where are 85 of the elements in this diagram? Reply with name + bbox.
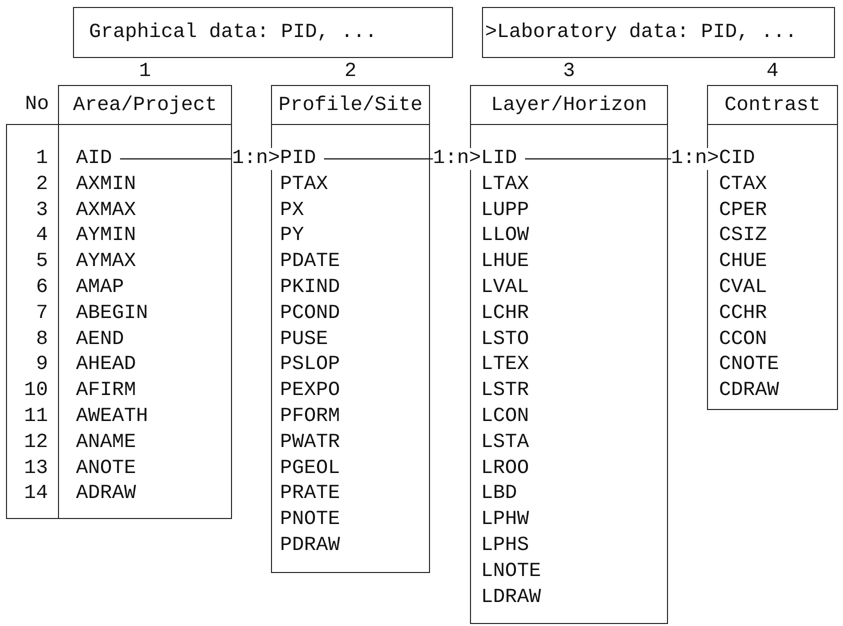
field-name: LSTO xyxy=(481,326,530,352)
row-number: 3 xyxy=(34,198,48,224)
field-name: CCON xyxy=(719,326,768,352)
field-name: CPER xyxy=(719,198,768,224)
field-name: AMAP xyxy=(76,274,126,301)
row-number: 5 xyxy=(34,249,48,275)
field-name: AFIRM xyxy=(76,378,138,404)
row-number: 11 xyxy=(22,404,48,430)
field-name: AYMIN xyxy=(76,223,138,250)
field-name: LVAL xyxy=(481,274,530,301)
field-name: LUPP xyxy=(481,198,530,224)
field-name: PRATE xyxy=(280,481,342,508)
field-name: LNOTE xyxy=(481,558,542,585)
field-name: CNOTE xyxy=(719,352,780,378)
row-number: 8 xyxy=(34,326,48,352)
field-name: PKIND xyxy=(280,274,342,301)
table-title: Layer/Horizon xyxy=(490,94,648,116)
field-name: AHEAD xyxy=(76,352,138,378)
field-name: LDRAW xyxy=(481,584,542,610)
table-title: Contrast xyxy=(724,94,820,116)
field-name: LPHW xyxy=(481,507,530,533)
field-name: LTAX xyxy=(481,172,530,198)
field-name: PTAX xyxy=(280,172,330,198)
field-name: PX xyxy=(280,198,306,224)
row-number: 14 xyxy=(22,481,48,508)
field-name: PNOTE xyxy=(280,507,342,533)
edge-label: 1:n> xyxy=(432,148,481,170)
edge-label: 1:n> xyxy=(670,148,719,170)
field-name: ABEGIN xyxy=(76,300,150,327)
row-number: 2 xyxy=(34,172,48,198)
field-name: LPHS xyxy=(481,532,530,559)
row-number: 6 xyxy=(34,274,48,301)
field-name: AXMAX xyxy=(76,198,138,224)
field-name: LCHR xyxy=(481,300,530,327)
note-box xyxy=(73,7,453,58)
key-field: AID xyxy=(76,146,120,172)
row-number: 1 xyxy=(34,146,48,172)
field-name: AXMIN xyxy=(76,172,138,198)
field-name: PDATE xyxy=(280,249,342,275)
field-name: LBD xyxy=(481,481,518,508)
field-name: LCON xyxy=(481,404,530,430)
field-name: LSTA xyxy=(481,430,530,456)
field-name: CHUE xyxy=(719,249,768,275)
field-name: PY xyxy=(280,223,306,250)
field-name: CTAX xyxy=(719,172,768,198)
field-name: PDRAW xyxy=(280,532,342,559)
row-number: 12 xyxy=(22,430,48,456)
note-text: >Laboratory data: PID, ... xyxy=(485,21,798,44)
field-name: LLOW xyxy=(481,223,530,250)
field-name: ANOTE xyxy=(76,456,138,482)
column-heading: No xyxy=(25,92,50,118)
table-title: Profile/Site xyxy=(278,94,423,116)
note-text: Graphical data: PID, ... xyxy=(89,21,378,44)
field-name: PGEOL xyxy=(280,456,342,482)
field-name: AYMAX xyxy=(76,249,138,275)
field-name: AWEATH xyxy=(76,404,150,430)
edge-label: 1:n> xyxy=(232,148,280,170)
key-field: PID xyxy=(280,146,324,172)
row-number: 9 xyxy=(34,352,48,378)
field-name: PFORM xyxy=(280,404,342,430)
field-name: CDRAW xyxy=(719,378,780,404)
row-number: 7 xyxy=(34,300,48,327)
field-name: PSLOP xyxy=(280,352,342,378)
field-name: CVAL xyxy=(719,274,768,301)
field-name: ADRAW xyxy=(76,481,138,508)
field-name: CSIZ xyxy=(719,223,768,250)
field-name: PCOND xyxy=(280,300,342,327)
field-name: PWATR xyxy=(280,430,342,456)
field-name: PUSE xyxy=(280,326,330,352)
key-field: CID xyxy=(719,146,764,172)
note-box xyxy=(482,7,835,58)
field-name: LSTR xyxy=(481,378,530,404)
field-name: AEND xyxy=(76,326,126,352)
key-field: LID xyxy=(481,146,526,172)
row-number: 4 xyxy=(34,223,48,250)
table-title: Area/Project xyxy=(72,94,218,116)
field-name: CCHR xyxy=(719,300,768,327)
row-number: 10 xyxy=(22,378,48,404)
field-name: LROO xyxy=(481,456,530,482)
field-name: ANAME xyxy=(76,430,138,456)
field-table xyxy=(6,124,232,519)
field-name: LTEX xyxy=(481,352,530,378)
field-name: LHUE xyxy=(481,249,530,275)
field-name: PEXPO xyxy=(280,378,342,404)
row-number: 13 xyxy=(22,456,48,482)
